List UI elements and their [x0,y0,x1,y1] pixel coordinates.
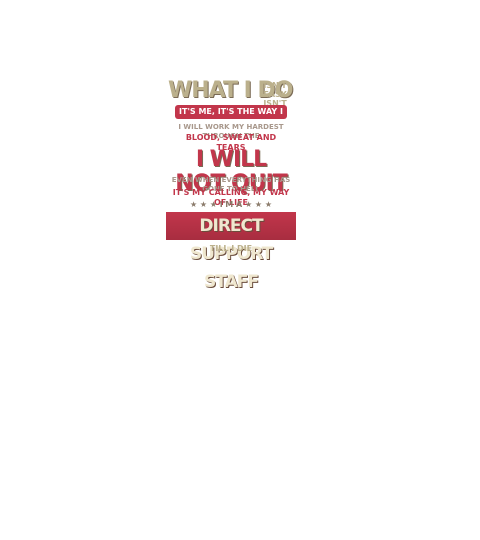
red-pill-banner: IT'S ME, IT'S THE WAY I AM [175,105,287,130]
tshirt-design: WHAT I DO ISN'T EASY ISN'T SAFE IT'S ME,… [166,78,296,292]
blood-line: BLOOD, SWEAT AND TEARS [185,133,277,152]
will-not-quit-text: I WILL NOT QUIT [175,147,288,196]
work-line: I WILL WORK MY HARDEST THROUGH THE [178,123,284,140]
headline-text: WHAT I DO [168,78,293,103]
till-i-die-text: TILL I DIE [209,244,253,253]
headline-row: WHAT I DO ISN'T EASY ISN'T SAFE [166,78,296,118]
stack-line-1: ISN'T EASY [263,81,287,99]
even-line: EVEN WHEN EVERYTHING HAS GONE TO HELL [171,176,291,193]
calling-line: IT'S MY CALLING, MY WAY OF LIFE [172,188,290,207]
im-a-stars-line: ★ ★ ★ I'M A ★ ★ ★ [189,200,273,209]
job-title-band: DIRECT SUPPORT STAFF [166,212,296,292]
